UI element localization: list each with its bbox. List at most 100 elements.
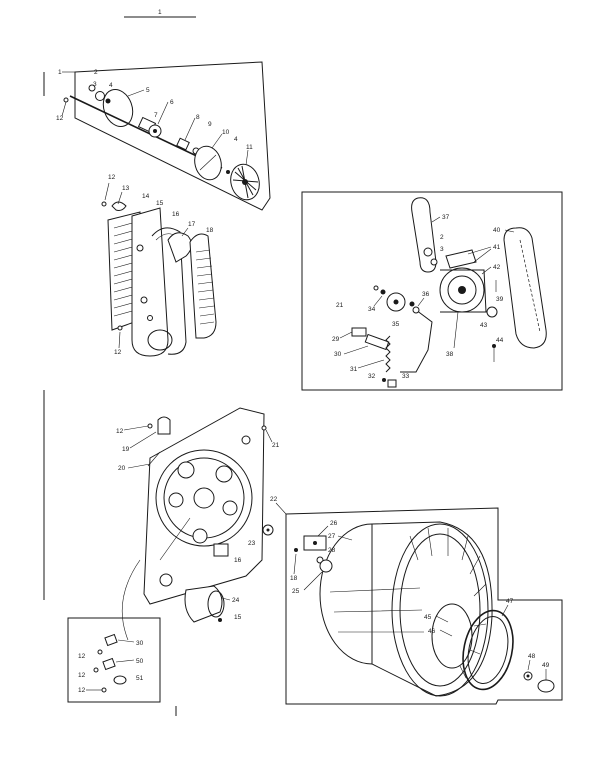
bracket-part-30: [364, 333, 390, 351]
callout-12-inset-a: 12: [78, 653, 86, 660]
blower-assembly-frame: [74, 61, 271, 211]
callout-45: 45: [424, 614, 432, 621]
thermostat-part-16: [213, 543, 229, 557]
screen-housing-part-18: [189, 233, 217, 339]
screw-part-12-duct-top: [101, 201, 107, 207]
callout-22: 22: [270, 496, 278, 503]
callout-15-bulkhead: 15: [234, 614, 242, 621]
clip-part-44: [492, 344, 496, 348]
motor-bracket-part-41: [445, 249, 477, 269]
drum-roller-part-25: [319, 559, 333, 573]
callout-1: 1: [58, 69, 62, 76]
fastener-part-15: [218, 618, 222, 622]
callout-12-duct-top: 12: [108, 174, 116, 181]
drum-assembly-group: 22 27 26 28 18 25: [270, 496, 563, 705]
drum-part-27: [319, 521, 493, 697]
nut-part-4: [105, 98, 111, 104]
callout-27: 27: [328, 533, 336, 540]
callout-8: 8: [196, 114, 200, 121]
callout-19: 19: [122, 446, 130, 453]
blower-wheel-part-11: [230, 163, 260, 201]
idler-pulley-part-2: [423, 247, 433, 257]
callout-17: 17: [188, 221, 196, 228]
callout-28: 28: [328, 547, 336, 554]
screw-part-21-motor: [373, 285, 379, 291]
screw-part-12-blower: [63, 97, 69, 103]
wire-lead: [121, 559, 141, 641]
pin-part-32: [382, 378, 386, 382]
callout-32: 32: [368, 373, 376, 380]
fastener-inset-group: 30 12 50 12 51 12: [67, 617, 161, 703]
callout-16-bulkhead: 16: [234, 557, 242, 564]
drum-pulley-part-35: [386, 292, 406, 312]
callout-42: 42: [493, 264, 501, 271]
callout-26: 26: [330, 520, 338, 527]
clip-part-30-inset: [104, 633, 118, 647]
callout-4b: 4: [234, 136, 238, 143]
callout-3-motor: 3: [440, 246, 444, 253]
stop-part-49: [537, 679, 555, 693]
idler-washer-part-3: [430, 258, 438, 266]
callout-14: 14: [142, 193, 150, 200]
callout-2: 2: [94, 69, 98, 76]
callout-48: 48: [528, 653, 536, 660]
screw-part-12-inset-a: [97, 649, 103, 655]
exhaust-duct-part-15: [131, 207, 173, 357]
washer-part-34: [380, 289, 386, 295]
duct-assembly-group: 12 13 14 15 16 17: [101, 174, 217, 357]
screw-part-21-bulkhead: [261, 425, 267, 431]
callout-18-drum: 18: [290, 575, 298, 582]
motor-assembly-group: 37 40 42 41 2 3 35: [301, 191, 563, 391]
bolt-part-39: [409, 301, 415, 307]
callout-2-motor: 2: [440, 234, 444, 241]
drum-front-seal-part-47: [462, 609, 514, 691]
screw-part-12-bulkhead: [147, 423, 153, 429]
screw-part-12-inset-b: [93, 667, 99, 673]
callout-9: 9: [208, 121, 212, 128]
motor-shaft-part-39: [486, 306, 498, 318]
callout-31: 31: [350, 366, 358, 373]
callout-25: 25: [292, 588, 300, 595]
callout-13: 13: [122, 185, 130, 192]
duct-hose-part-17: [167, 232, 192, 263]
callout-11: 11: [246, 144, 253, 151]
callout-30-inset: 30: [136, 640, 144, 647]
callout-3: 3: [93, 81, 97, 88]
callout-35: 35: [392, 321, 400, 328]
callout-34: 34: [368, 306, 376, 313]
washer-part-2: [88, 84, 96, 92]
screw-part-12-duct-bottom: [117, 325, 123, 331]
idler-spring-part-31: [385, 335, 391, 373]
callout-51: 51: [136, 675, 144, 682]
callout-18: 18: [206, 227, 214, 234]
motor-assembly-frame: [301, 191, 563, 391]
screw-part-12-inset-c: [101, 687, 107, 693]
callout-21-motor: 21: [336, 302, 344, 309]
callout-30-motor: 30: [334, 351, 342, 358]
callout-7: 7: [154, 112, 158, 119]
motor-part-42: [439, 267, 487, 313]
callout-37: 37: [442, 214, 450, 221]
callout-23: 23: [248, 540, 256, 547]
callout-20: 20: [118, 465, 126, 472]
callout-47: 47: [506, 598, 514, 605]
callout-29: 29: [332, 336, 340, 343]
callout-10: 10: [222, 129, 230, 136]
callout-44: 44: [496, 337, 504, 344]
callout-43: 43: [480, 322, 488, 329]
callout-16: 16: [172, 211, 180, 218]
callout-12-inset-b: 12: [78, 672, 86, 679]
callout-41: 41: [493, 244, 501, 251]
page-number: 1: [158, 9, 162, 16]
fastener-inset-frame: [67, 617, 161, 703]
drive-belt-part-40: [503, 227, 547, 349]
callout-24: 24: [232, 597, 240, 604]
callout-38: 38: [446, 351, 454, 358]
clip-part-50-inset: [102, 657, 116, 671]
seal-ring-part-5: [102, 89, 134, 127]
spacer-part-8: [176, 137, 190, 151]
bulkhead-assembly-group: 20 19 12 21 23 16 24 15: [116, 407, 280, 641]
callout-49: 49: [542, 662, 550, 669]
callout-46: 46: [428, 628, 436, 635]
